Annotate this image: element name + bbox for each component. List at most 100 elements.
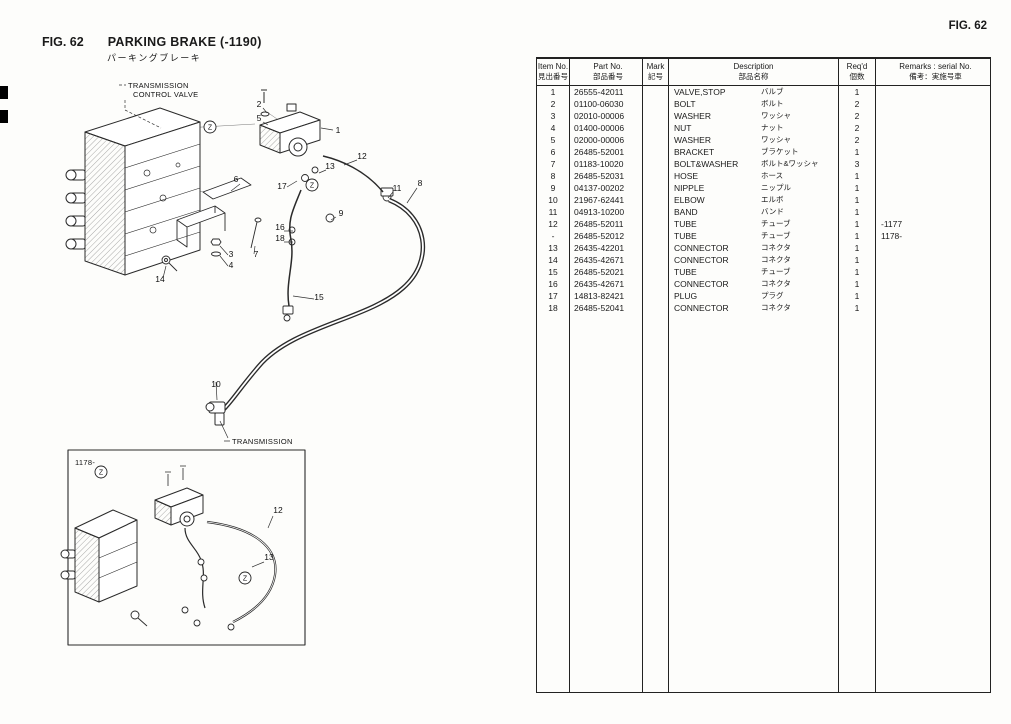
cell-qty: 1 <box>839 230 876 242</box>
description-jp: コネクタ <box>761 279 791 288</box>
description-jp: エルボ <box>761 195 784 204</box>
svg-text:Z: Z <box>99 470 104 477</box>
tube-15 <box>287 189 302 307</box>
description-en: HOSE <box>674 171 699 181</box>
description-jp: コネクタ <box>761 243 791 252</box>
cell-qty: 1 <box>839 278 876 290</box>
cell-remarks <box>876 206 990 218</box>
cell-mark <box>643 194 669 206</box>
inset-serial-label: 1178- <box>75 458 95 467</box>
cell-qty: 2 <box>839 134 876 146</box>
header-desc-en: Description <box>733 62 774 72</box>
callout-4: 4 <box>229 260 234 270</box>
cell-item-no: 18 <box>537 302 570 314</box>
header-part-no: Part No. 部品番号 <box>570 59 643 85</box>
description-jp: ホース <box>761 171 784 180</box>
cell-mark <box>643 98 669 110</box>
bracket <box>176 177 252 248</box>
cell-part-no: 26485-52011 <box>570 218 643 230</box>
description-jp: バンド <box>761 207 784 216</box>
description-jp: チューブ <box>761 267 791 276</box>
cell-item-no: 15 <box>537 266 570 278</box>
cell-qty: 1 <box>839 290 876 302</box>
callout-11: 11 <box>393 183 402 193</box>
callout-14: 14 <box>155 274 165 284</box>
cell-mark <box>643 146 669 158</box>
description-jp: チューブ <box>761 219 791 228</box>
cell-qty: 1 <box>839 182 876 194</box>
header-remarks-en: Remarks : serial No. <box>899 62 972 72</box>
cell-remarks <box>876 146 990 158</box>
cell-mark <box>643 158 669 170</box>
cell-remarks: -1177 <box>881 219 903 229</box>
cell-item-no: 12 <box>537 218 570 230</box>
cell-empty <box>669 314 839 692</box>
description-jp: コネクタ <box>761 303 791 312</box>
description-jp: ボルト&ワッシャ <box>761 159 819 168</box>
cell-mark <box>643 218 669 230</box>
cell-part-no: 26435-42201 <box>570 242 643 254</box>
callout-12: 12 <box>273 505 283 515</box>
header-desc-jp: 部品名称 <box>738 72 769 82</box>
description-en: BRACKET <box>674 147 715 157</box>
description-en: BAND <box>674 207 698 217</box>
figure-name-jp: パーキングブレーキ <box>107 53 202 63</box>
description-jp: ボルト <box>761 99 784 108</box>
cell-item-no: 7 <box>537 158 570 170</box>
header-qty-jp: 個数 <box>849 72 865 82</box>
cell-qty: 2 <box>839 110 876 122</box>
cell-qty: 1 <box>839 302 876 314</box>
z-mark: Z <box>238 571 252 585</box>
header-item-jp: 見出番号 <box>538 72 568 82</box>
table-filler-row <box>537 314 990 692</box>
inset-diagram <box>60 449 306 646</box>
cell-qty: 1 <box>839 86 876 98</box>
callout-12: 12 <box>357 151 367 161</box>
description-en: BOLT <box>674 99 696 109</box>
description-jp: バルブ <box>761 87 784 96</box>
cell-part-no: 01400-00006 <box>570 122 643 134</box>
valve-ports <box>65 169 86 250</box>
callout-8: 8 <box>418 178 423 188</box>
description-en: TUBE <box>674 231 697 241</box>
cell-qty: 1 <box>839 170 876 182</box>
cell-remarks <box>876 182 990 194</box>
cell-qty: 1 <box>839 218 876 230</box>
description-jp: ナット <box>761 123 784 132</box>
cell-remarks <box>876 278 990 290</box>
description-en: CONNECTOR <box>674 243 729 253</box>
svg-text:Z: Z <box>208 125 213 132</box>
cell-part-no: 14813-82421 <box>570 290 643 302</box>
cell-remarks <box>876 98 990 110</box>
cell-mark <box>643 134 669 146</box>
cell-item-no: 16 <box>537 278 570 290</box>
control-valve-label-line2: CONTROL VALVE <box>133 90 198 99</box>
header-item-en: Item No. <box>537 62 569 72</box>
header-part-en: Part No. <box>593 62 623 72</box>
cell-remarks <box>876 110 990 122</box>
cell-empty <box>537 314 570 692</box>
cell-qty: 1 <box>839 194 876 206</box>
cell-remarks <box>876 266 990 278</box>
cell-part-no: 26485-52001 <box>570 146 643 158</box>
header-description: Description 部品名称 <box>669 59 839 85</box>
cell-remarks <box>876 158 990 170</box>
cell-remarks: 1178- <box>881 231 903 241</box>
cell-mark <box>643 266 669 278</box>
